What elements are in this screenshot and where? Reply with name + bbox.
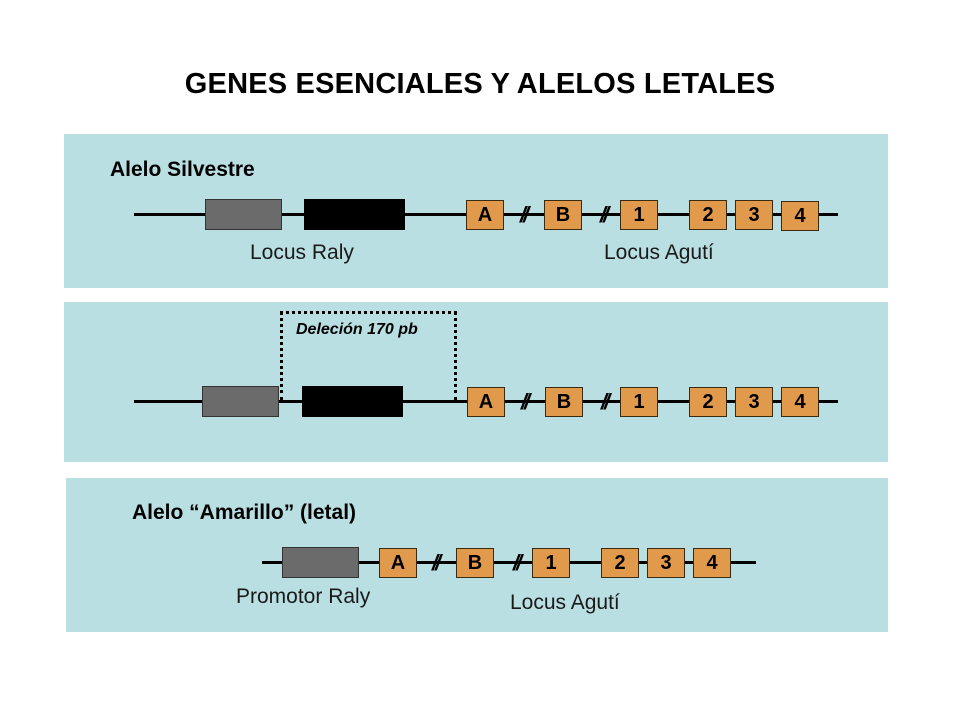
exon-2: 2 <box>689 200 727 230</box>
exon-3: 3 <box>735 200 773 230</box>
break-marks <box>592 200 614 230</box>
exon-a: A <box>466 200 504 230</box>
promotor-raly-label: Promotor Raly <box>236 585 371 608</box>
exon-4: 4 <box>781 387 819 417</box>
deletion-panel <box>64 302 888 462</box>
exon-2: 2 <box>601 548 639 578</box>
yellow-allele-label: Alelo “Amarillo” (letal) <box>132 501 357 524</box>
page-title: GENES ESENCIALES Y ALELOS LETALES <box>184 68 776 100</box>
exon-1: 1 <box>532 548 570 578</box>
raly-coding-box <box>304 199 405 230</box>
break-marks <box>593 387 615 417</box>
raly-promoter-box <box>202 386 279 417</box>
exon-b: B <box>545 387 583 417</box>
exon-a: A <box>467 387 505 417</box>
raly-promoter-box <box>282 547 359 578</box>
locus-aguti-label: Locus Agutí <box>604 241 714 264</box>
exon-4: 4 <box>781 201 819 231</box>
exon-4: 4 <box>693 548 731 578</box>
break-marks <box>424 548 446 578</box>
break-marks <box>505 548 527 578</box>
exon-b: B <box>456 548 494 578</box>
locus-aguti-label: Locus Agutí <box>510 591 620 614</box>
exon-1: 1 <box>620 387 658 417</box>
raly-coding-box <box>302 386 403 417</box>
exon-3: 3 <box>735 387 773 417</box>
exon-b: B <box>544 200 582 230</box>
exon-2: 2 <box>689 387 727 417</box>
break-marks <box>513 387 535 417</box>
wild-type-label: Alelo Silvestre <box>110 158 255 181</box>
deletion-label: Deleción 170 pb <box>296 321 418 338</box>
exon-3: 3 <box>647 548 685 578</box>
deletion-bracket <box>280 311 457 401</box>
exon-a: A <box>379 548 417 578</box>
locus-raly-label: Locus Raly <box>250 241 354 264</box>
break-marks <box>512 200 534 230</box>
raly-promoter-box <box>205 199 282 230</box>
exon-1: 1 <box>620 200 658 230</box>
